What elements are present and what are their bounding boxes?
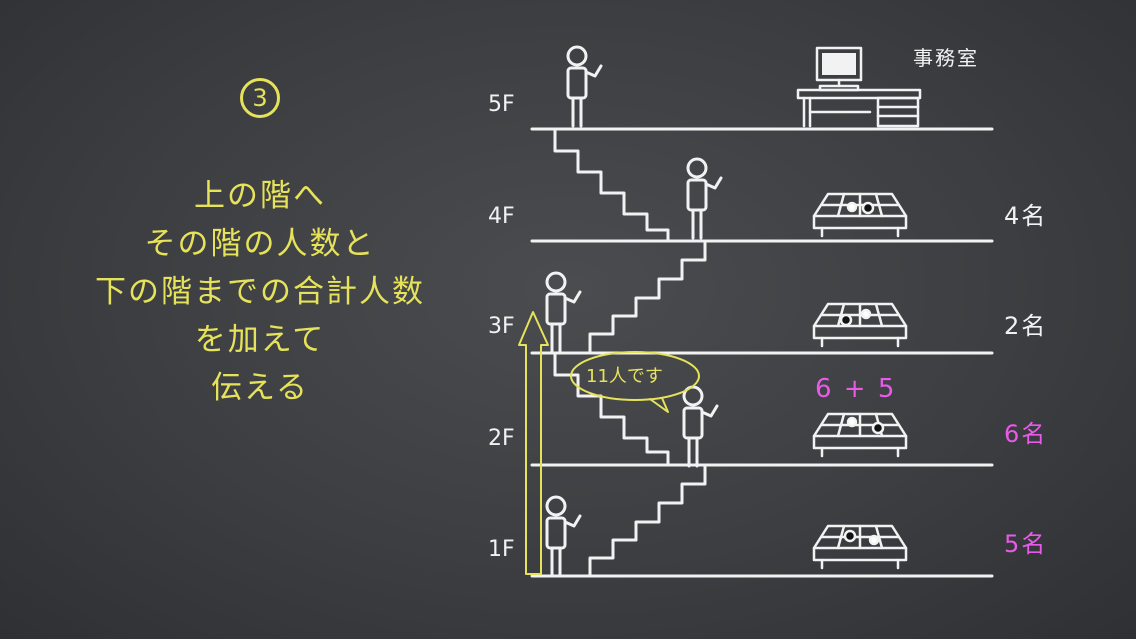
speech-bubble-text: 11人です [586, 366, 663, 387]
floor-label-1f: 1F [488, 537, 515, 562]
computer-desk-icon [796, 46, 922, 128]
go-board-icon [812, 524, 908, 570]
instruction-text: 上の階へ その階の人数と 下の階までの合計人数 を加えて 伝える [60, 172, 460, 412]
step-marker: 3 [240, 78, 280, 118]
instruction-line: 下の階までの合計人数 [95, 274, 425, 310]
floor-label-5f: 5F [488, 92, 515, 117]
floor-label-2f: 2F [488, 426, 515, 451]
instruction-line: 伝える [210, 370, 310, 406]
stairs-icon [588, 239, 707, 355]
instruction-line: を加えて [194, 322, 326, 358]
stairs-icon [553, 351, 670, 467]
stairs-icon [588, 463, 707, 578]
sum-expression: 6 + 5 [815, 374, 897, 404]
floor-count-1f: 5名 [1004, 530, 1048, 558]
floor-count-2f: 6名 [1004, 420, 1048, 448]
stairs-icon [553, 127, 670, 243]
go-board-icon [812, 302, 908, 348]
instruction-line: 上の階へ [194, 178, 326, 214]
go-board-icon [812, 192, 908, 238]
step-number: 3 [252, 84, 268, 112]
instruction-line: その階の人数と [144, 226, 376, 262]
floor-label-4f: 4F [488, 204, 515, 229]
floor-count-3f: 2名 [1004, 312, 1048, 340]
person-icon [686, 157, 723, 240]
person-icon [682, 385, 719, 468]
go-board-icon [812, 412, 908, 458]
person-icon [545, 495, 582, 578]
office-label: 事務室 [913, 46, 979, 70]
arrow-up-icon [518, 311, 549, 575]
person-icon [545, 271, 582, 354]
floor-label-3f: 3F [488, 314, 515, 339]
speech-bubble-icon [570, 351, 700, 413]
floor-count-4f: 4名 [1004, 202, 1048, 230]
person-icon [566, 45, 603, 128]
